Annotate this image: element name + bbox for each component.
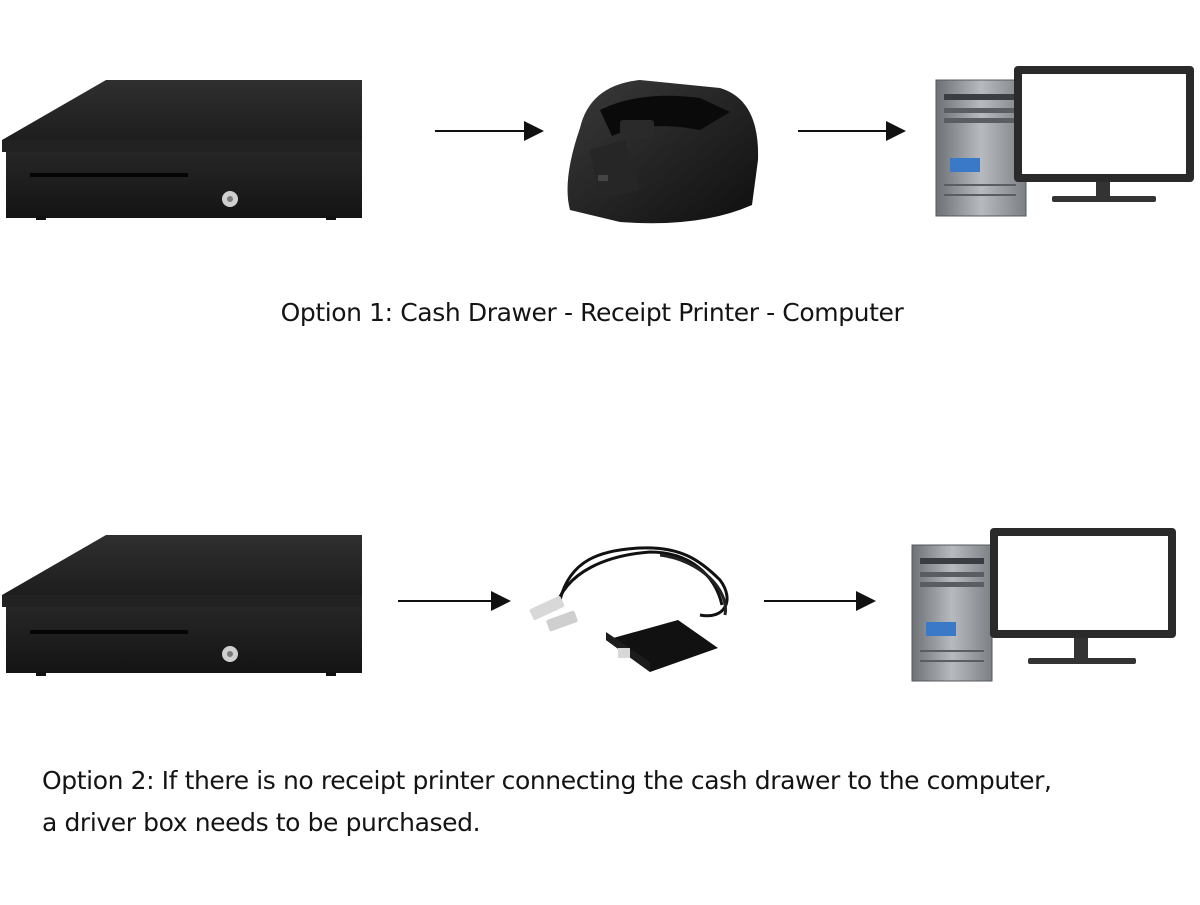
receipt-printer-icon	[567, 80, 759, 224]
computer-icon	[935, 66, 1194, 217]
computer-icon	[911, 528, 1176, 682]
driver-box-icon	[529, 546, 729, 672]
cash-drawer-icon	[2, 80, 362, 220]
option2-caption-line1: Option 2: If there is no receipt printer…	[42, 766, 1052, 795]
cash-drawer-icon	[2, 535, 362, 676]
option2-caption-line2: a driver box needs to be purchased.	[42, 808, 481, 837]
option2-caption: Option 2: If there is no receipt printer…	[42, 760, 1192, 844]
option1-caption: Option 1: Cash Drawer - Receipt Printer …	[280, 298, 904, 327]
